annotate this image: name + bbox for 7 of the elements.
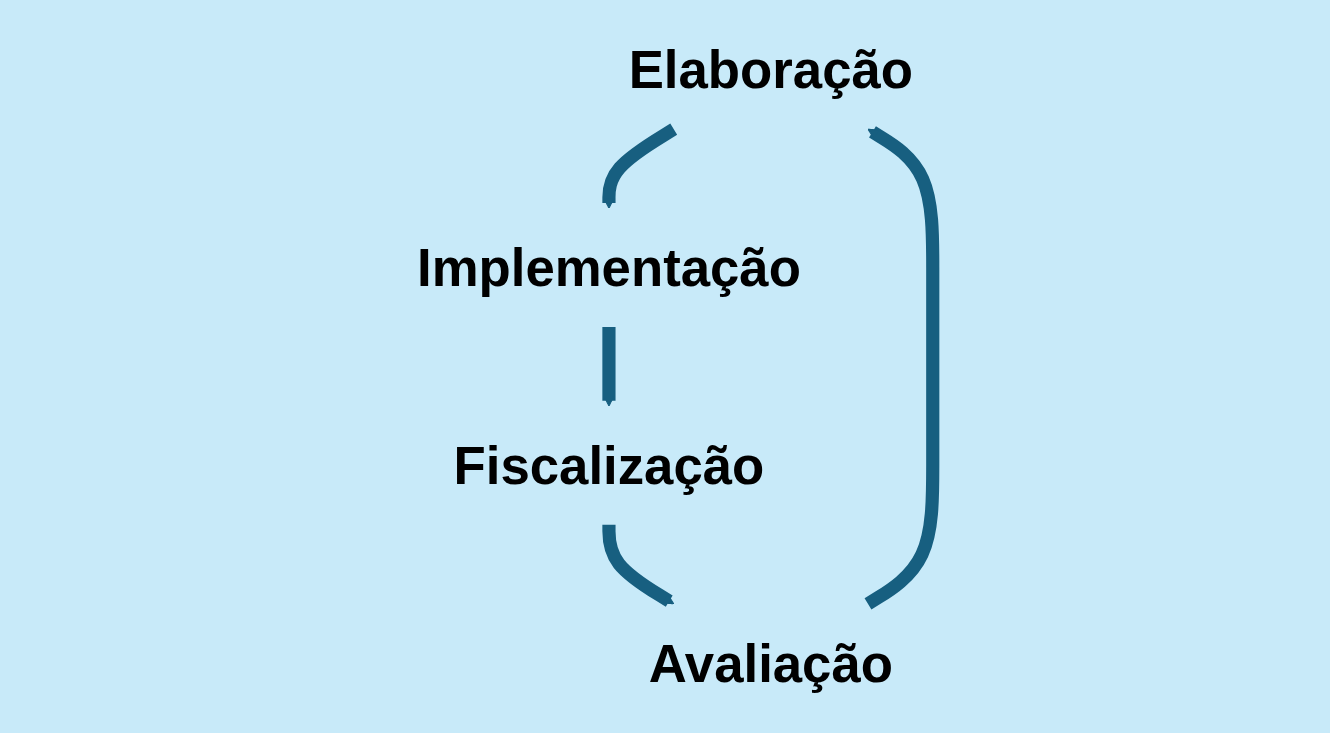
arrow bbox=[864, 126, 940, 610]
arrow bbox=[602, 326, 616, 407]
node-text: Fiscalização bbox=[453, 436, 765, 495]
arrow bbox=[602, 123, 678, 209]
node-text: Avaliação bbox=[648, 634, 893, 693]
node-text: Elaboração bbox=[628, 40, 914, 99]
node-text: Implementação bbox=[416, 238, 801, 297]
